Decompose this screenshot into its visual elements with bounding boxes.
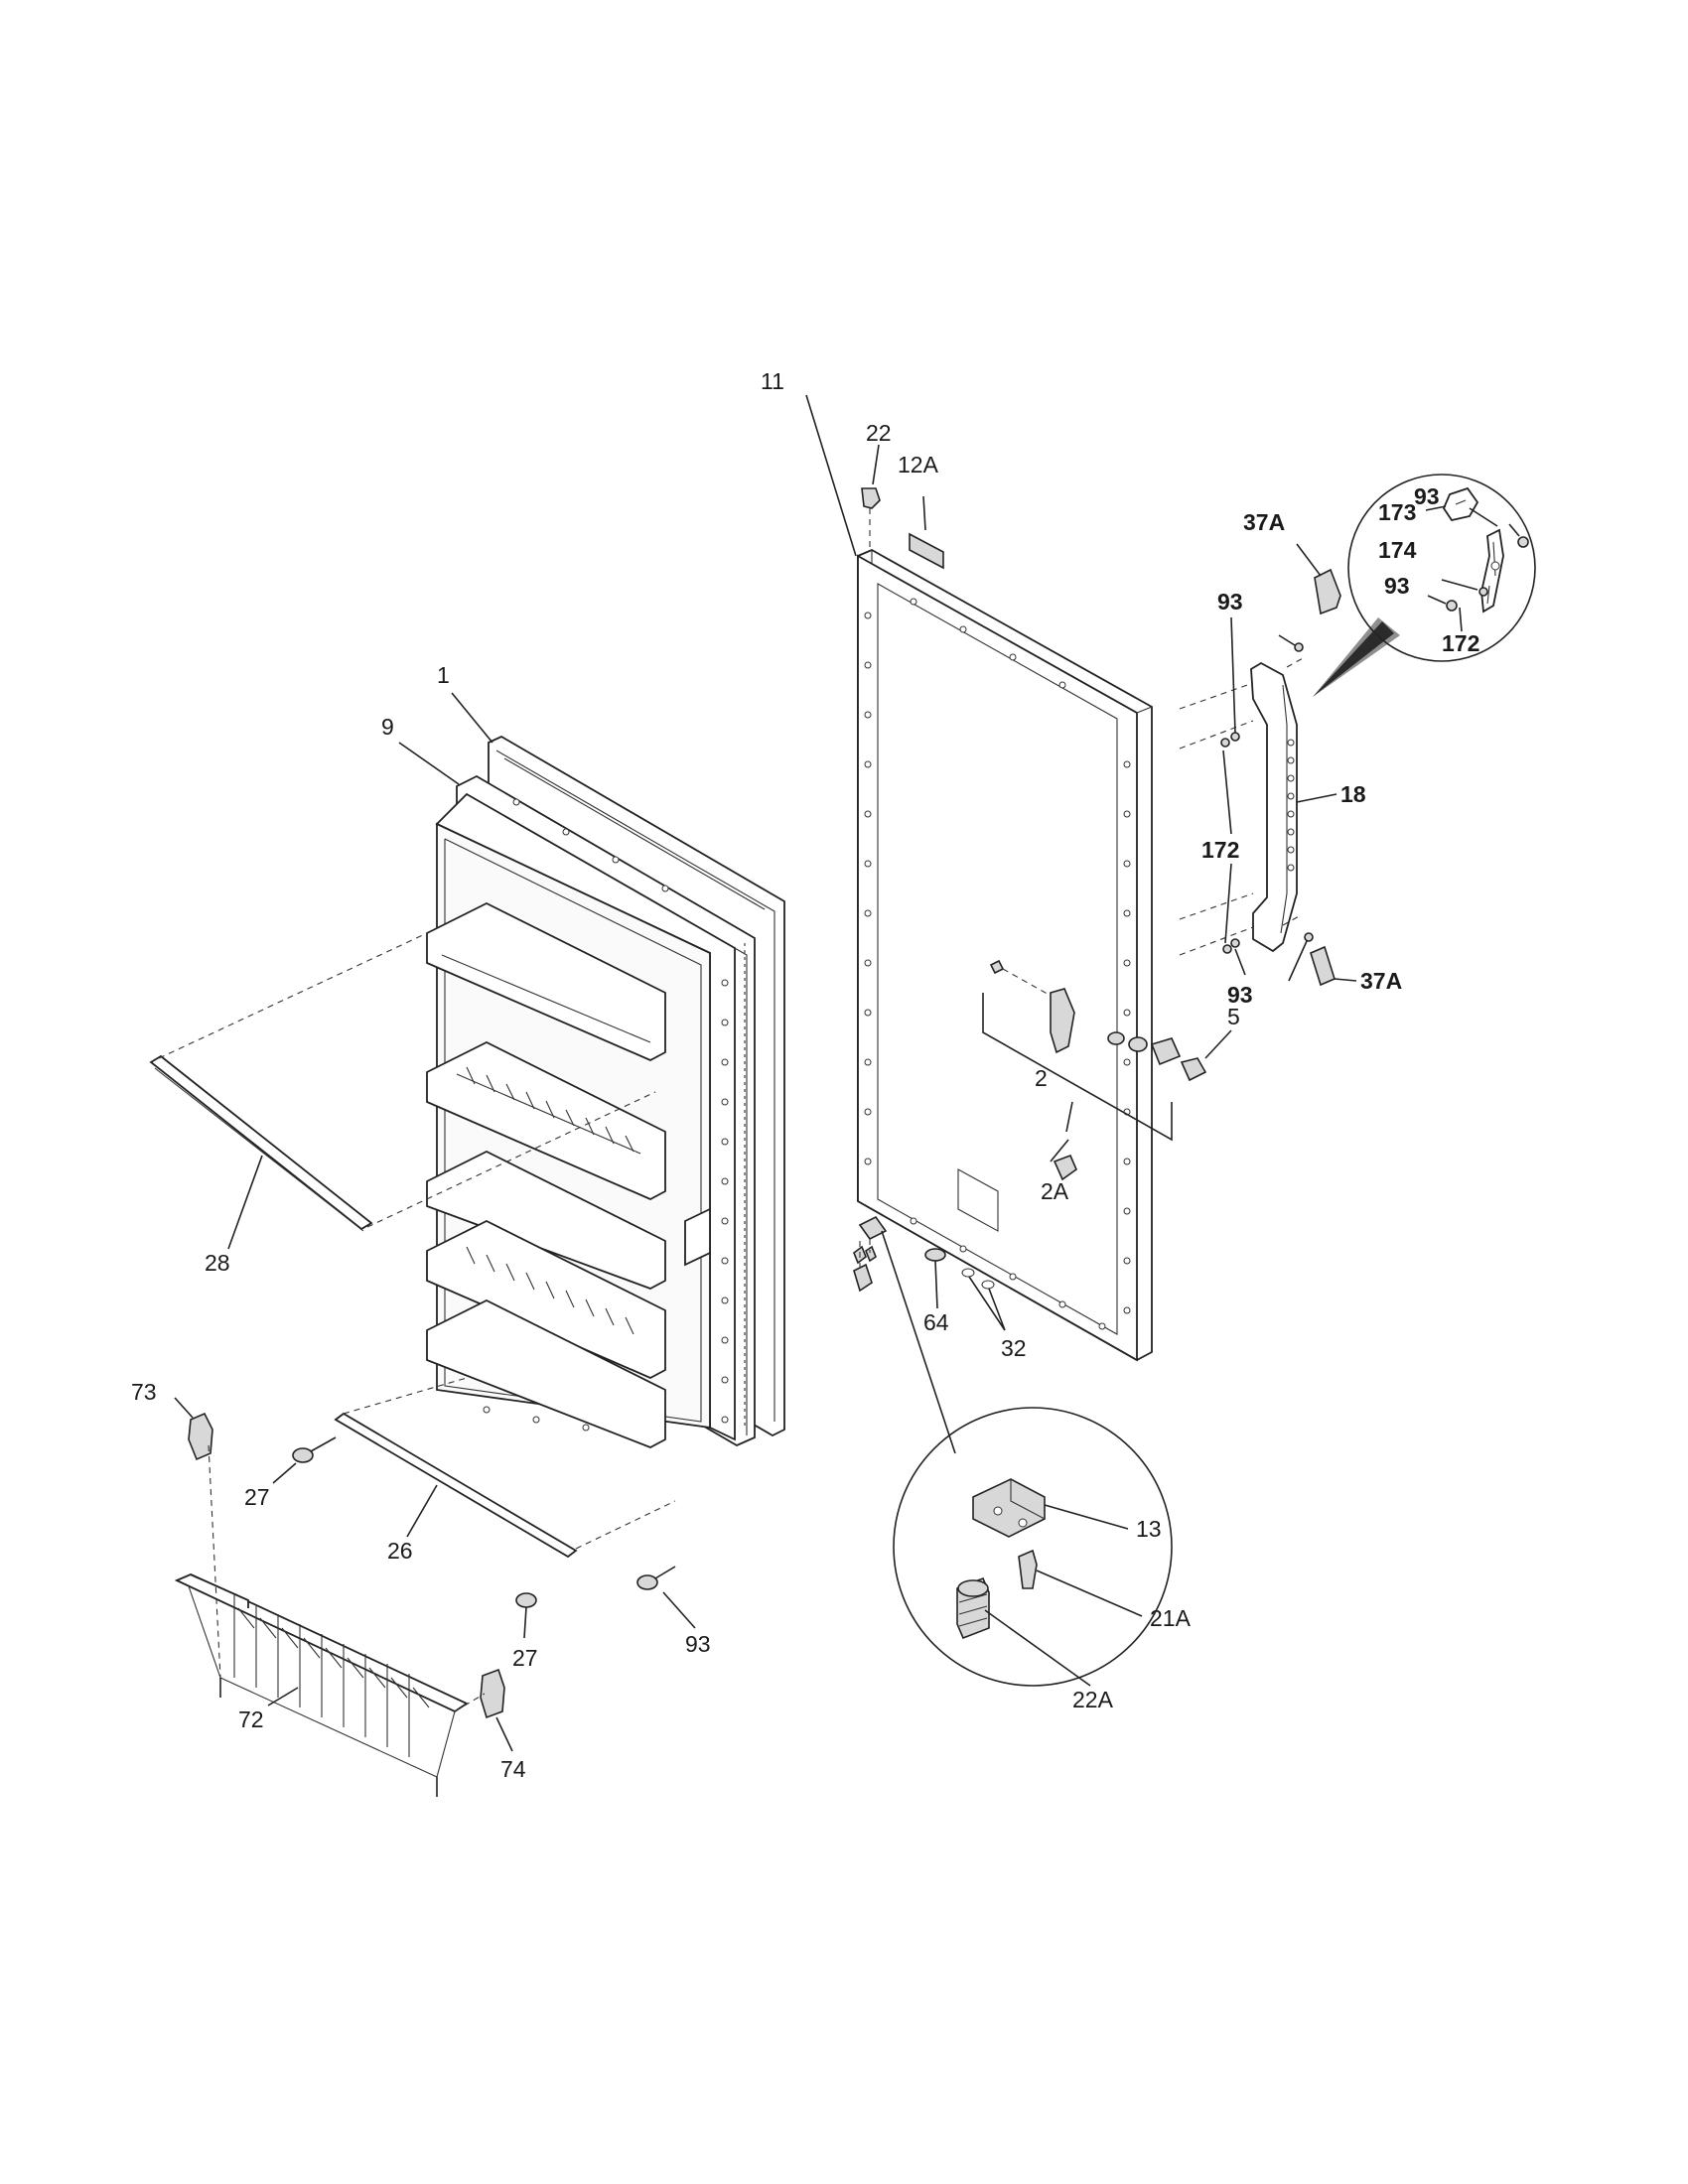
callout-74: 74	[500, 1756, 526, 1782]
callout-37A-lower: 37A	[1360, 968, 1402, 994]
handle-detail-circle	[1347, 474, 1536, 662]
panel-holes	[864, 598, 1131, 1330]
screw-27-lower	[515, 1592, 537, 1639]
liner-holes	[483, 798, 729, 1439]
outer-door-panel-11	[805, 394, 1153, 1362]
callout-18: 18	[1340, 781, 1366, 807]
hinge-hardware	[853, 1215, 1006, 1454]
callout-12A: 12A	[898, 452, 939, 478]
callout-1: 1	[437, 662, 450, 688]
handle-grip-dots	[1287, 739, 1295, 872]
lock-5	[1107, 1029, 1232, 1082]
callout-2: 2	[1035, 1065, 1048, 1091]
callout-11: 11	[761, 368, 784, 394]
screw-93-lower	[636, 1566, 696, 1629]
callout-172: 172	[1201, 837, 1239, 863]
callout-93-detail-top: 93	[1414, 483, 1440, 509]
callout-37A-upper: 37A	[1243, 509, 1285, 535]
callout-13: 13	[1136, 1516, 1162, 1542]
hinge-detail-circle	[893, 1407, 1173, 1687]
callout-32: 32	[1001, 1335, 1027, 1361]
callout-72: 72	[238, 1706, 264, 1732]
callout-5: 5	[1227, 1004, 1240, 1029]
callout-21A: 21A	[1150, 1605, 1192, 1631]
door-basket-72	[174, 1573, 469, 1797]
callout-174: 174	[1378, 537, 1417, 563]
callout-93-mid: 93	[1227, 982, 1253, 1008]
callout-2A: 2A	[1041, 1178, 1069, 1204]
handle-18	[1179, 543, 1400, 987]
callout-22: 22	[866, 420, 892, 446]
callout-73: 73	[131, 1379, 157, 1405]
latch-2	[982, 959, 1173, 1181]
callout-9: 9	[381, 714, 394, 740]
callout-93-detail-mid: 93	[1384, 573, 1410, 599]
bracket-73	[174, 1397, 221, 1679]
callout-27-upper: 27	[244, 1484, 270, 1510]
bracket-74	[454, 1668, 513, 1752]
callout-26: 26	[387, 1538, 413, 1564]
callout-27-lower: 27	[512, 1645, 538, 1671]
liner-shelves	[426, 901, 711, 1448]
screw-27-upper	[272, 1436, 337, 1484]
door-liner-assembly	[426, 735, 785, 1448]
callout-labels: 1 9 28 27 26 27 93 73 72 74 22 12A 11 2 …	[131, 368, 1479, 1782]
trim-bar-26	[334, 1377, 676, 1559]
callout-28: 28	[205, 1250, 230, 1276]
callout-172-detail: 172	[1442, 630, 1479, 656]
callout-173: 173	[1378, 499, 1416, 525]
shelf-bar-28	[149, 932, 656, 1250]
callout-93-lower: 93	[685, 1631, 711, 1657]
callout-64: 64	[923, 1309, 949, 1335]
callout-93-upper: 93	[1217, 589, 1243, 614]
callout-22A: 22A	[1072, 1687, 1114, 1712]
